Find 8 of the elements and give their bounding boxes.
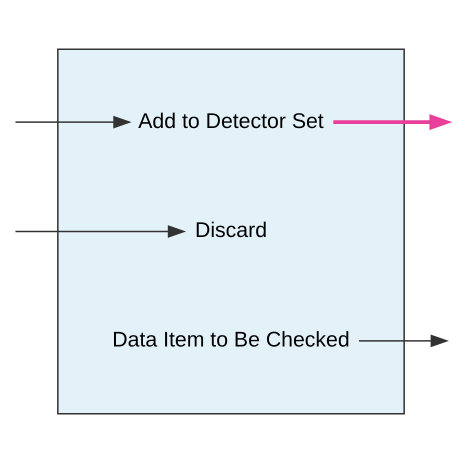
node-text: Data Item to Be Checked — [112, 326, 350, 351]
node-text: Add to Detector Set — [138, 108, 324, 132]
arrow — [358, 334, 449, 347]
arrow — [333, 114, 452, 130]
arrow — [15, 115, 132, 128]
node-text: Discard — [194, 218, 268, 242]
arrow — [15, 224, 186, 238]
cluster — [57, 48, 405, 414]
